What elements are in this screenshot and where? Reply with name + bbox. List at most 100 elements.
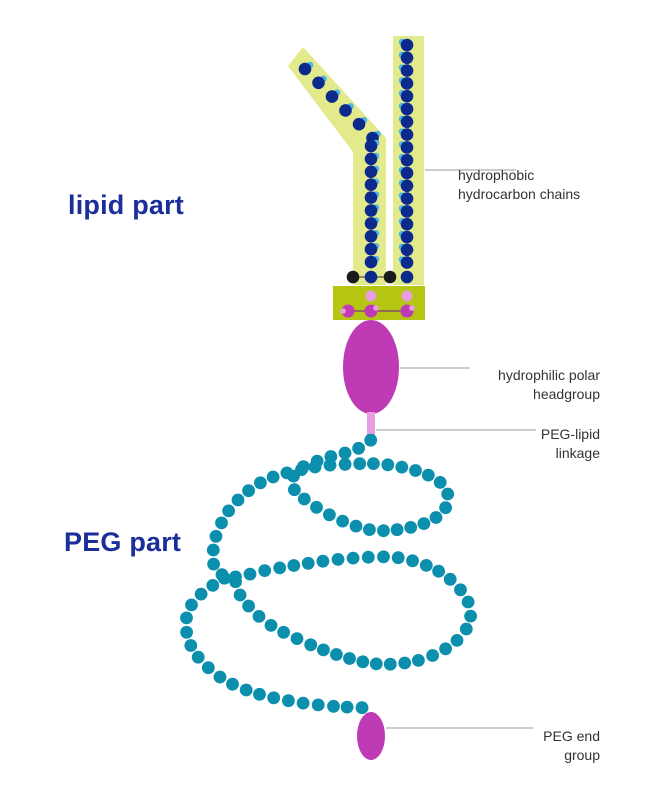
polar-headgroup — [343, 320, 399, 414]
peg-bead — [369, 657, 383, 671]
peg-bead — [454, 583, 467, 597]
peg-end-group — [357, 712, 385, 760]
carbon-atom — [400, 270, 414, 284]
peg-bead — [242, 599, 256, 613]
peg-bead — [213, 670, 227, 684]
peg-bead — [421, 468, 435, 482]
peg-bead — [290, 632, 304, 645]
peg-bead — [301, 556, 315, 570]
peg-bead — [352, 441, 365, 455]
peg-bead — [258, 564, 272, 577]
peg-bead — [282, 694, 295, 708]
peg-bead — [346, 551, 360, 565]
carbon-atom — [400, 179, 414, 193]
carbon-atom — [400, 38, 414, 52]
peg-bead — [297, 492, 311, 506]
peg-bead — [264, 619, 278, 632]
peg-bead — [364, 433, 378, 447]
peg-bead — [206, 543, 220, 557]
peg-bead — [336, 514, 349, 528]
peg-bead — [391, 551, 405, 565]
peg-bead — [406, 554, 419, 568]
carbon-atom — [298, 62, 312, 76]
carbon-atom — [400, 128, 414, 141]
peg-bead — [288, 483, 301, 497]
peg-bead — [323, 458, 337, 472]
carbon-atom — [364, 204, 378, 217]
carbon-atom — [400, 166, 414, 180]
peg-bead — [242, 484, 256, 498]
peg-bead — [184, 639, 198, 652]
carbon-atom — [400, 205, 414, 218]
peg-bead — [252, 610, 266, 623]
peg-bead — [327, 699, 340, 713]
carbon-atom — [339, 104, 352, 117]
carbon-atom — [400, 89, 414, 103]
peg-bead — [377, 550, 390, 564]
peg-bead — [207, 557, 221, 571]
peg-chain — [180, 433, 477, 760]
peg-bead — [426, 649, 439, 662]
carbon-atom — [400, 153, 414, 167]
carbon-atom — [400, 102, 414, 116]
carbon-atom — [400, 192, 414, 205]
carbon-atom — [364, 139, 378, 153]
peg-bead — [441, 487, 455, 501]
peg-bead — [310, 500, 323, 514]
end-group-annotation-line-1: PEG end — [543, 728, 600, 744]
chains-annotation: hydrophobic hydrocarbon chains — [458, 166, 580, 204]
peg-bead — [215, 516, 228, 530]
hydrocarbon-chains — [288, 36, 424, 285]
carbon-atom — [400, 256, 414, 269]
carbon-atom — [364, 230, 378, 243]
peg-bead — [180, 625, 194, 639]
carbon-atom — [400, 64, 414, 77]
peg-bead — [367, 457, 380, 470]
carbon-atom — [364, 270, 378, 284]
carbon-atom — [364, 165, 378, 179]
carbon-atom — [400, 141, 414, 154]
peg-bead — [381, 458, 395, 472]
peg-part-label: PEG part — [64, 527, 182, 557]
carbon-atom — [400, 115, 414, 129]
oxygen-atom — [383, 270, 397, 284]
linkage-annotation: PEG-lipid linkage — [500, 425, 600, 463]
peg-bead — [222, 504, 236, 518]
glycerol-hydrogen — [409, 305, 415, 311]
carbon-atom — [400, 243, 414, 257]
peg-bead — [340, 700, 354, 714]
peg-bead — [363, 523, 376, 536]
peg-bead — [296, 696, 310, 710]
peg-bead — [412, 654, 425, 667]
peg-bead — [239, 683, 253, 697]
end-group-annotation-line-2: group — [564, 747, 600, 763]
peg-bead — [287, 559, 301, 572]
peg-bead — [439, 501, 452, 515]
peg-bead — [377, 524, 390, 538]
peg-bead — [433, 476, 447, 489]
carbon-atom — [364, 217, 378, 230]
peg-bead — [280, 466, 294, 480]
chains-annotation-line-1: hydrophobic — [458, 167, 535, 183]
glycerol-atom — [365, 290, 377, 302]
peg-bead — [304, 638, 318, 652]
peg-bead — [439, 642, 452, 656]
peg-bead — [419, 559, 433, 572]
oxygen-atom — [346, 270, 360, 284]
peg-bead — [398, 656, 412, 670]
peg-bead — [395, 460, 409, 474]
peg-bead — [343, 652, 356, 665]
peg-bead — [443, 572, 457, 586]
headgroup-annotation-line-1: hydrophilic polar — [498, 367, 600, 383]
peg-bead — [233, 588, 247, 602]
peg-lipid-linkage — [367, 412, 375, 438]
peg-bead — [180, 611, 193, 625]
peg-bead — [231, 493, 245, 507]
peg-bead — [295, 463, 308, 476]
peg-bead — [383, 657, 397, 671]
peg-bead — [404, 521, 418, 534]
peg-bead — [323, 508, 336, 522]
carbon-atom — [312, 76, 325, 90]
carbon-atom — [325, 90, 339, 103]
